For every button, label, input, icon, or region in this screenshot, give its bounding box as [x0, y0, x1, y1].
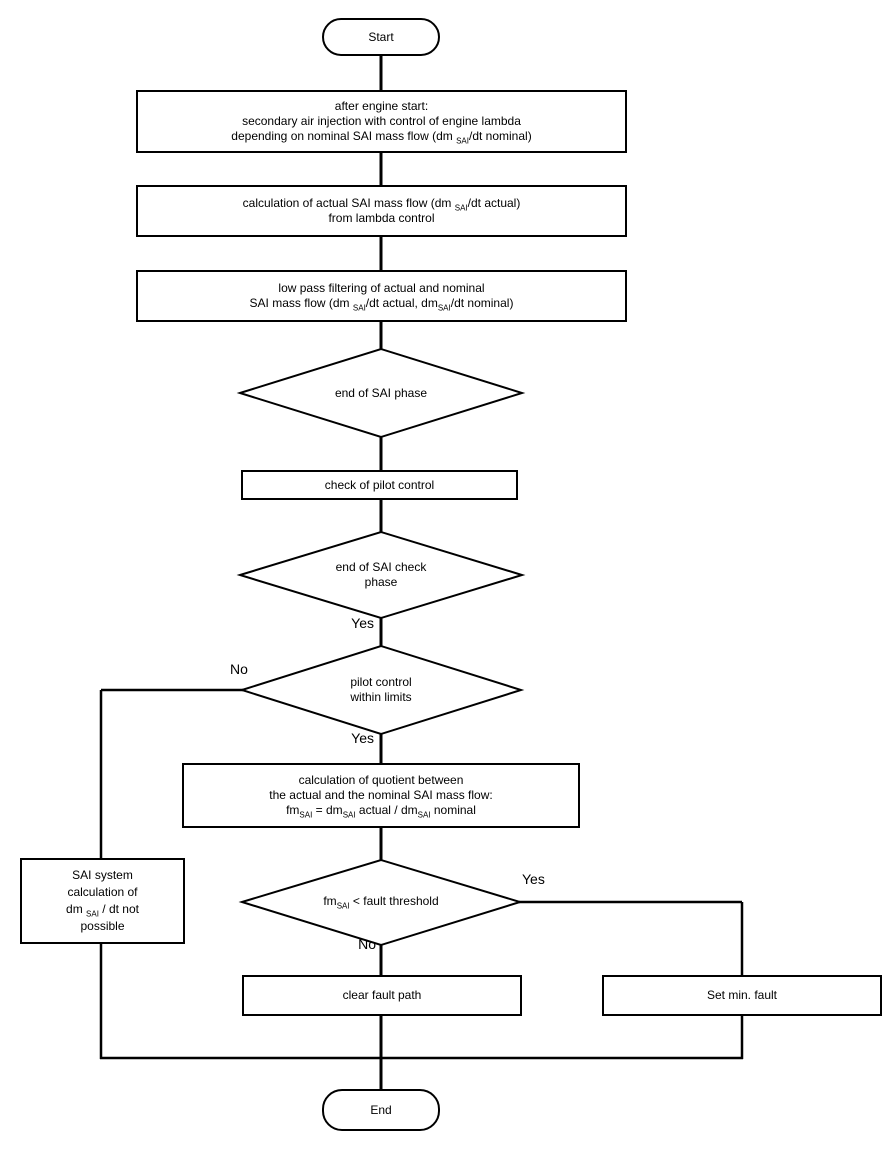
process-clear-fault-path-text: clear fault path — [342, 988, 422, 1002]
diamond-end-of-sai-phase-label: end of SAI phase — [334, 386, 428, 400]
diamond-pilot-control-within-limits-label: pilot control within limits — [350, 675, 412, 704]
start-label: Start — [368, 29, 394, 44]
process-set-min-fault-text: Set min. fault — [706, 988, 778, 1002]
process-set-min-fault: Set min. fault — [602, 975, 882, 1016]
process-after-engine-start: after engine start:secondary air injecti… — [136, 90, 627, 153]
diamond-end-of-sai-check-phase — [236, 530, 526, 620]
start-terminator: Start — [322, 18, 440, 56]
process-check-pilot-control: check of pilot control — [241, 470, 518, 500]
process-calc-actual-flow-text: calculation of actual SAI mass flow (dm … — [242, 196, 521, 225]
process-check-pilot-control-text: check of pilot control — [324, 477, 435, 492]
process-low-pass-filter: low pass filtering of actual and nominal… — [136, 270, 627, 322]
process-clear-fault-path: clear fault path — [242, 975, 522, 1016]
end-terminator: End — [322, 1089, 440, 1131]
edge-label-end-check-yes: Yes — [351, 615, 374, 631]
end-label: End — [370, 1102, 392, 1117]
diamond-end-of-sai-phase — [236, 347, 526, 439]
diamond-fault-threshold-check-label: fmSAI < fault threshold — [323, 894, 439, 911]
process-calc-actual-flow: calculation of actual SAI mass flow (dm … — [136, 185, 627, 237]
process-after-engine-start-text: after engine start:secondary air injecti… — [231, 99, 532, 146]
edge-label-pilot-no: No — [230, 661, 248, 677]
edge-label-pilot-yes: Yes — [351, 730, 374, 746]
diamond-pilot-control-within-limits — [238, 644, 525, 736]
edge-label-fault-yes: Yes — [522, 871, 545, 887]
edge-label-fault-no: No — [358, 936, 376, 952]
diamond-end-of-sai-check-phase-label: end of SAI check phase — [335, 560, 427, 589]
process-low-pass-filter-text: low pass filtering of actual and nominal… — [249, 281, 514, 313]
diamond-fault-threshold-check — [238, 858, 524, 947]
